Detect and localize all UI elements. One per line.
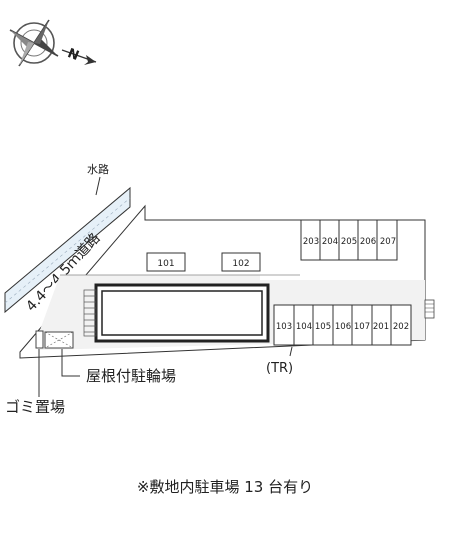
parking-space: 206 bbox=[360, 237, 376, 247]
parking-space: 106 bbox=[335, 322, 351, 332]
north-label: N bbox=[65, 46, 81, 64]
garbage-area bbox=[35, 330, 44, 349]
parking-space: 203 bbox=[303, 237, 319, 247]
site-boundary bbox=[19, 204, 426, 359]
parking-space: 104 bbox=[296, 322, 312, 332]
parking-space: 103 bbox=[276, 322, 292, 332]
parking-space: 205 bbox=[341, 237, 357, 247]
parking-footnote: ※敷地内駐車場 13 台有り bbox=[137, 478, 313, 496]
equipment-box bbox=[424, 299, 435, 319]
parking-space: 202 bbox=[393, 322, 409, 332]
parking-space: 204 bbox=[322, 237, 338, 247]
stairs bbox=[83, 289, 97, 337]
unit-101: 101 bbox=[157, 259, 174, 269]
building-inner bbox=[101, 290, 263, 336]
waterway-label: 水路 bbox=[87, 163, 109, 176]
parking-space: 107 bbox=[354, 322, 370, 332]
parking-space: 207 bbox=[380, 237, 396, 247]
parking-space: 201 bbox=[373, 322, 389, 332]
transformer-label: (TR) bbox=[266, 361, 293, 376]
parking-space: 105 bbox=[315, 322, 331, 332]
bicycle-parking-label: 屋根付駐輪場 bbox=[86, 367, 176, 385]
unit-102: 102 bbox=[232, 259, 249, 269]
parking-lower-row: 103 104 105 106 107 201 202 bbox=[273, 304, 412, 346]
garbage-label: ゴミ置場 bbox=[5, 398, 65, 416]
parking-upper-row: 203 204 205 206 207 bbox=[300, 219, 398, 261]
road bbox=[4, 186, 131, 314]
compass-rose-icon bbox=[9, 19, 97, 67]
bicycle-parking bbox=[44, 331, 74, 349]
